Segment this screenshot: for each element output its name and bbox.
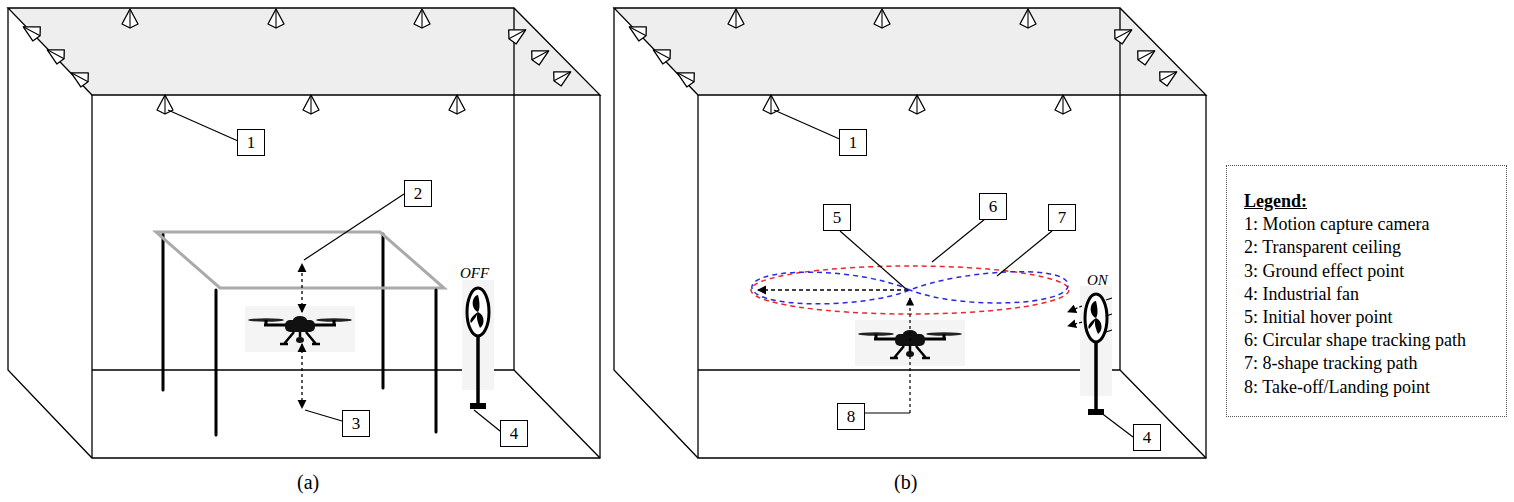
callout-number: 3 xyxy=(352,415,361,432)
fan xyxy=(1080,286,1112,415)
legend-entry: 6: Circular shape tracking path xyxy=(1244,329,1498,352)
leader-lines xyxy=(168,110,500,431)
callout-box: 8 xyxy=(837,403,865,430)
callout-number: 5 xyxy=(833,209,842,226)
callout-box: 1 xyxy=(237,129,265,156)
table xyxy=(156,232,444,435)
callout-box: 6 xyxy=(979,193,1007,220)
callout-number: 4 xyxy=(1143,429,1152,446)
fan xyxy=(462,280,494,409)
legend-entry: 3: Ground effect point xyxy=(1244,260,1498,283)
circle-path xyxy=(751,266,1069,314)
drone xyxy=(245,306,355,352)
legend-entry: 7: 8-shape tracking path xyxy=(1244,352,1498,375)
takeoff-arrow xyxy=(909,298,910,413)
callout-box: 3 xyxy=(342,410,370,437)
callout-number: 1 xyxy=(849,134,858,151)
panel-caption: (b) xyxy=(894,472,917,492)
distance-arrows xyxy=(301,264,302,408)
callout-number: 8 xyxy=(847,408,856,425)
callout-number: 1 xyxy=(247,134,256,151)
leader-lines xyxy=(774,110,1133,437)
room-b xyxy=(614,8,1206,458)
legend-entry: 5: Initial hover point xyxy=(1244,306,1498,329)
legend-box: Legend:1: Motion capture camera2: Transp… xyxy=(1226,165,1507,417)
callout-box: 2 xyxy=(404,180,432,207)
callout-number: 7 xyxy=(1058,209,1067,226)
callout-box: 7 xyxy=(1048,204,1076,231)
direction-arrow xyxy=(758,289,908,290)
fan-state: ON xyxy=(1087,273,1108,288)
legend-heading: Legend: xyxy=(1244,190,1498,213)
legend-entry: 2: Transparent ceiling xyxy=(1244,236,1498,259)
panel-caption: (a) xyxy=(297,472,319,492)
legend-entry: 1: Motion capture camera xyxy=(1244,213,1498,236)
eight-path xyxy=(752,272,1068,304)
room-a xyxy=(8,8,600,458)
legend-entry: 4: Industrial fan xyxy=(1244,283,1498,306)
fan-state: OFF xyxy=(460,266,489,281)
callout-box: 4 xyxy=(500,420,528,447)
legend-entry: 8: Take-off/Landing point xyxy=(1244,376,1498,399)
callout-number: 4 xyxy=(510,425,519,442)
callout-box: 5 xyxy=(823,204,851,231)
callout-box: 4 xyxy=(1133,424,1161,451)
callout-number: 2 xyxy=(414,185,423,202)
callout-box: 1 xyxy=(839,129,867,156)
airflow xyxy=(1068,298,1112,332)
callout-number: 6 xyxy=(989,198,998,215)
